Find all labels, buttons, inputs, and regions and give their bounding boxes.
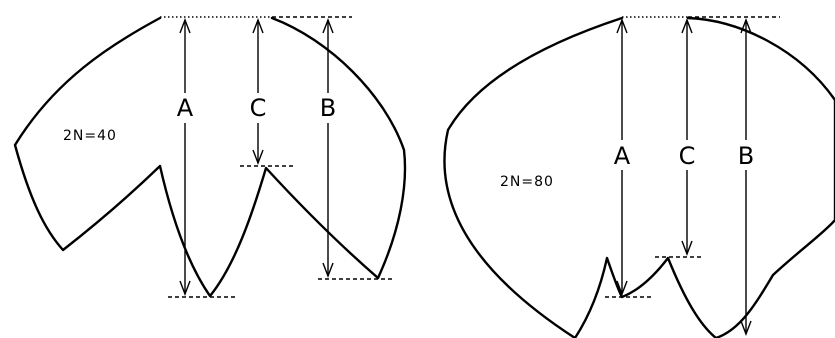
measure-c-label-2n40: C xyxy=(250,94,267,122)
measure-c-arrow-2n80 xyxy=(681,18,693,256)
ploidy-label-2n80: 2N=80 xyxy=(500,174,554,190)
measure-a-label-2n40: A xyxy=(177,94,194,122)
leaf-outline-2n40 xyxy=(13,16,407,298)
leaf-figure-2n80: A C B 2N=80 xyxy=(443,16,835,338)
measure-b-label-2n80: B xyxy=(738,142,754,170)
measure-b-arrow-2n40 xyxy=(322,18,334,278)
measure-a-arrow-2n40 xyxy=(179,18,191,296)
leaf-figure-2n40: A C B 2N=40 xyxy=(13,16,407,298)
measure-a-arrow-2n80 xyxy=(616,18,628,296)
measure-c-arrow-2n40 xyxy=(252,18,264,165)
measure-b-label-2n40: B xyxy=(320,94,336,122)
leaf-outline-2n80 xyxy=(443,16,835,338)
ploidy-label-2n40: 2N=40 xyxy=(63,128,117,144)
measure-a-label-2n80: A xyxy=(614,142,631,170)
measure-c-label-2n80: C xyxy=(679,142,696,170)
measure-b-arrow-2n80 xyxy=(740,18,752,336)
